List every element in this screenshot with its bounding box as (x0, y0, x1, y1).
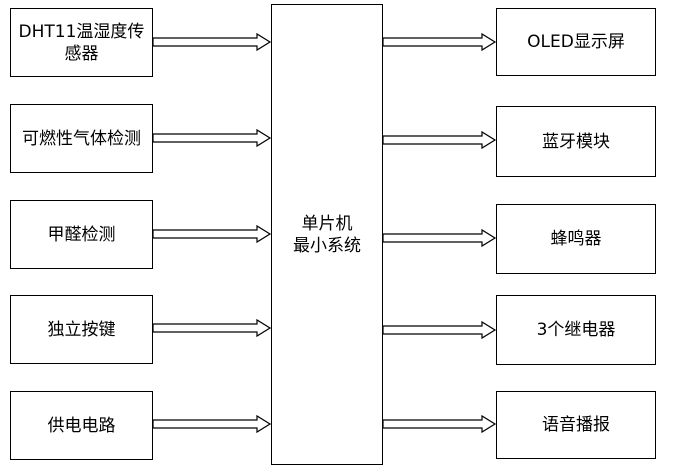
input-label-dht11: DHT11温湿度传 感器 (18, 21, 145, 64)
output-box-voice: 语音播报 (496, 391, 656, 459)
mcu-label: 单片机 最小系统 (293, 213, 361, 256)
input-box-power: 供电电路 (10, 391, 153, 460)
arrow-mcu-to-buzzer (382, 228, 497, 248)
output-label-relays: 3个继电器 (536, 320, 616, 340)
arrow-formaldehyde-to-mcu (152, 224, 272, 244)
output-label-bluetooth: 蓝牙模块 (542, 131, 610, 152)
arrow-mcu-to-voice (382, 414, 497, 434)
input-box-formaldehyde: 甲醛检测 (10, 200, 153, 269)
arrow-dht11-to-mcu (152, 32, 272, 52)
arrow-gas-to-mcu (152, 128, 272, 148)
output-label-oled: OLED显示屏 (527, 32, 625, 52)
output-box-bluetooth: 蓝牙模块 (496, 106, 656, 177)
arrow-power-to-mcu (152, 414, 272, 434)
arrow-mcu-to-relays (382, 320, 497, 340)
input-label-keys: 独立按键 (47, 319, 116, 340)
output-label-buzzer: 蜂鸣器 (550, 229, 602, 249)
output-box-relays: 3个继电器 (496, 295, 656, 365)
arrow-keys-to-mcu (152, 318, 272, 338)
arrow-mcu-to-bluetooth (382, 130, 497, 150)
input-label-gas: 可燃性气体检测 (22, 128, 141, 149)
input-box-gas: 可燃性气体检测 (10, 104, 153, 173)
input-box-dht11: DHT11温湿度传 感器 (10, 8, 153, 77)
output-box-buzzer: 蜂鸣器 (496, 204, 656, 274)
output-box-oled: OLED显示屏 (496, 8, 656, 76)
input-box-keys: 独立按键 (10, 295, 153, 364)
arrow-mcu-to-oled (382, 32, 497, 52)
output-label-voice: 语音播报 (542, 415, 610, 435)
input-label-power: 供电电路 (47, 415, 116, 436)
mcu-box: 单片机 最小系统 (271, 4, 383, 465)
input-label-formaldehyde: 甲醛检测 (47, 224, 116, 245)
